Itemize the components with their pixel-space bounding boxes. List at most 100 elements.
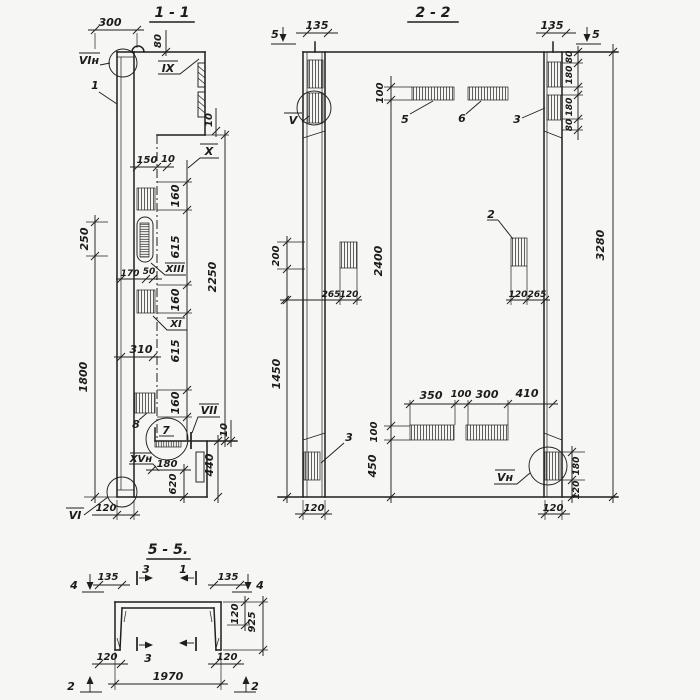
v22-bar-bot1 [409,424,455,441]
dim-135-right: 135 [541,19,564,32]
item-1: 1 [91,79,99,92]
dim-180-right: 180 [572,457,582,476]
v22-bar-top2 [467,86,509,101]
dim-80: 80 [153,34,164,48]
dim-1800: 1800 [77,361,90,392]
v22-anchor-rtop2 [546,94,563,121]
mark-4-left: 4 [69,579,78,592]
v11-strip [154,440,182,448]
dim-180: 180 [157,459,178,470]
notch-1 [197,62,206,88]
notch-2 [197,91,206,118]
dim-300: 300 [99,16,122,29]
detail-circle-VI [106,476,138,508]
dim-200: 200 [271,246,282,267]
dim-350: 350 [420,389,443,402]
mark-3-top: 3 [142,563,150,576]
v11-plate-3 [134,392,156,414]
v11-dims: 300 80 IX 10 X 150 10 1 VIн 250 [66,16,236,522]
dim-135-b: 135 [218,572,239,583]
dim-120-top: 120 [230,604,241,625]
dim-120-channel-right: 120 [543,503,564,514]
dim-150: 150 [137,155,158,166]
dim-170: 170 [121,269,140,279]
dim-180-b: 180 [565,98,575,117]
v55-outline [114,601,222,651]
v11-plate-2 [136,289,156,314]
dim-120-botleft: 120 [97,652,118,663]
view-1-1-title: 1 - 1 [154,5,189,21]
item-8: 8 [132,418,140,431]
mark-5-right: 5 [592,28,600,41]
label-XIII: XIII [165,264,185,275]
dim-265-left: 265 [322,290,341,300]
dim-160-c: 160 [169,391,182,414]
dim-120-left: 120 [340,290,359,300]
dim-265-right: 265 [528,290,547,300]
dim-615-b: 615 [169,339,182,362]
dim-160-a: 160 [169,184,182,207]
dim-2250: 2250 [206,261,219,292]
dim-1970: 1970 [153,670,184,683]
dim-120-right: 120 [509,290,528,300]
dim-100-top: 100 [375,83,386,104]
v11-plate-1 [136,187,156,211]
view-2-2-title: 2 - 2 [415,5,450,21]
dim-50: 50 [143,267,156,277]
dim-100-bars: 100 [451,389,472,400]
view-1-1: 1 - 1 [66,5,238,522]
label-VI: VI [69,509,82,522]
dim-135-a: 135 [98,572,119,583]
dim-120-channel-left: 120 [304,503,325,514]
v22-anchor-ltop2 [307,92,324,124]
label-XVn: XVн [129,454,152,465]
detail-circle-Vn [528,446,568,486]
label-VII: VII [201,404,218,417]
dim-135-left: 135 [306,19,329,32]
dim-3280: 3280 [594,229,607,260]
v22-dims: 5 135 135 5 80 180 180 80 [270,19,618,520]
v22-anchor-ltop1 [307,59,324,89]
label-VIn: VIн [79,54,100,67]
dim-615-a: 615 [169,235,182,258]
dim-620: 620 [168,474,179,495]
v22-outline [277,41,619,498]
dim-450: 450 [366,454,379,478]
v22-plate-midr [510,237,528,267]
dim-310: 310 [130,343,153,356]
dim-300: 300 [476,388,499,401]
label-XI: XI [169,319,182,330]
dim-180-a: 180 [565,66,575,85]
label-V: V [289,114,299,127]
v55-dims: 4 4 135 135 3 1 120 [67,563,268,693]
view-5-5: 5 - 5. 4 4 1 [67,542,268,693]
dim-160-b: 160 [169,288,182,311]
dim-120-bottomright: 120 [572,481,582,500]
view-5-5-title: 5 - 5. [148,542,188,558]
dim-250: 250 [78,227,91,250]
dim-80-b: 80 [565,119,575,132]
dim-440: 440 [203,453,216,477]
v22-plate-midl [339,241,358,269]
mark-3-bottom: 3 [144,652,152,665]
dim-1450: 1450 [270,358,283,389]
detail-circle-V [296,90,332,126]
dim-120-botright: 120 [217,652,238,663]
dim-120-bottom: 120 [96,503,117,514]
item-6: 6 [458,112,466,125]
v22-anchor-rbot [544,451,561,481]
v11-dim-ticks [90,25,236,520]
label-IX: IX [162,62,175,75]
label-Vn: Vн [497,471,514,484]
mark-5-left: 5 [271,28,279,41]
dim-10-step: 10 [161,154,175,165]
v22-dim-ticks [280,28,618,519]
dim-925: 925 [247,612,258,633]
dim-10-bottom: 10 [219,423,230,437]
mark-1-top: 1 [179,563,187,576]
item-3-top: 3 [513,113,521,126]
label-X: X [204,145,214,158]
v22-bar-bot2 [465,424,509,441]
v22-anchor-rtop1 [546,61,563,88]
